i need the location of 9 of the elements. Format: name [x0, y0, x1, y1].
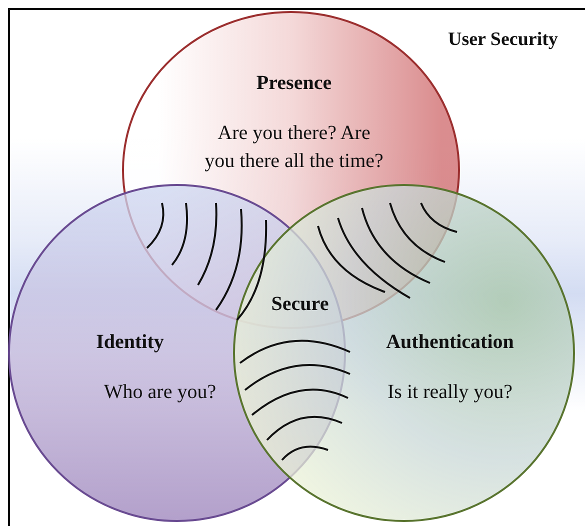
heading: Authentication: [385, 330, 515, 355]
overlap-label: Secure: [270, 292, 330, 317]
heading: Presence: [255, 71, 333, 96]
question-text: Who are you?: [102, 380, 218, 405]
frame-border: [8, 8, 585, 526]
heading: Identity: [95, 330, 165, 355]
heading: User Security: [448, 28, 559, 52]
question-text: Is it really you?: [386, 380, 514, 405]
question-text: Are you there? Are you there all the time?: [204, 121, 384, 174]
